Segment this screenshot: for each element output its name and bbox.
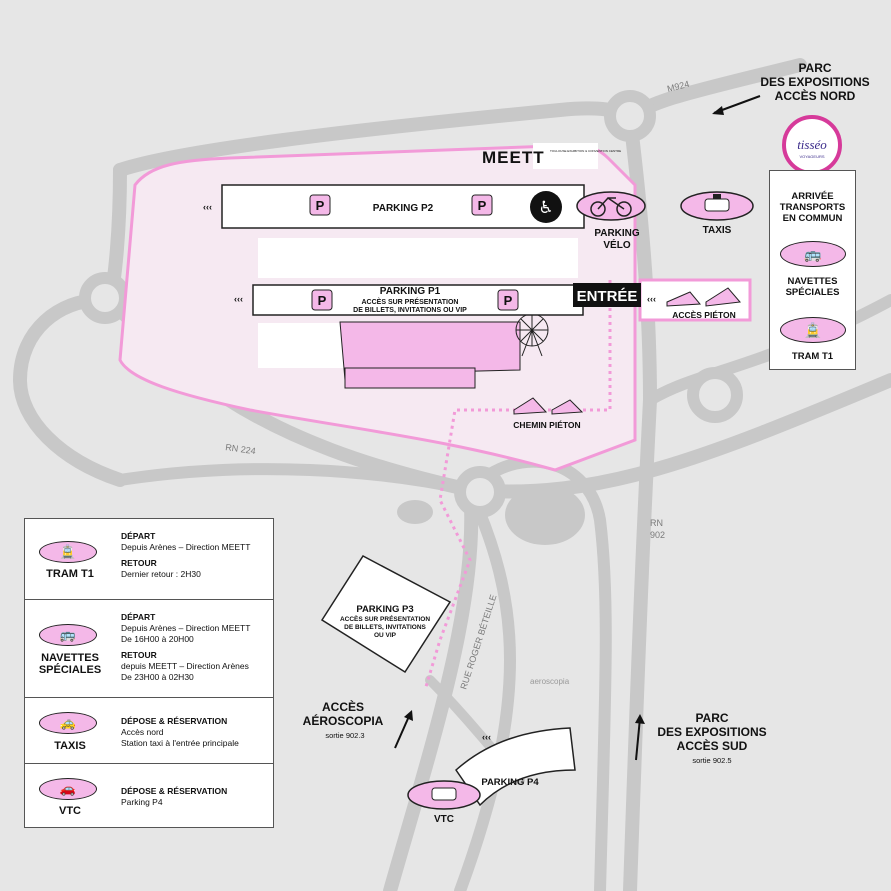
svg-text:‹‹‹: ‹‹‹ <box>482 732 491 742</box>
svg-text:tisséo: tisséo <box>797 137 827 152</box>
svg-text:‹‹‹: ‹‹‹ <box>203 202 212 212</box>
north-arrow-icon <box>712 95 761 115</box>
tisseo-logo: tisséo VOYAGEURS <box>782 115 842 175</box>
bus-icon: 🚌 <box>39 624 97 646</box>
legend-row-navettes: 🚌 NAVETTES SPÉCIALES DÉPART Depuis Arène… <box>25 599 273 698</box>
svg-text:‹‹‹: ‹‹‹ <box>234 294 243 304</box>
svg-text:VOYAGEURS: VOYAGEURS <box>799 154 824 159</box>
parking-p3-sub1: ACCÈS SUR PRÉSENTATION <box>340 614 430 623</box>
bike-parking-label-2: VÉLO <box>603 238 630 251</box>
road-rn902-label-2: 902 <box>650 530 665 540</box>
taxis-label: TAXIS <box>703 225 732 236</box>
south-arrow-icon <box>635 714 645 761</box>
svg-text:P: P <box>504 293 513 308</box>
svg-text:P: P <box>318 293 327 308</box>
south-access-line1: PARC <box>695 711 728 725</box>
arrivee-line3: EN COMMUN <box>782 213 843 224</box>
lot-area <box>258 238 578 278</box>
south-access-line3: ACCÈS SUD <box>677 738 748 753</box>
aeroscopia-access-line1: ACCÈS <box>322 699 364 714</box>
grass-patches <box>397 485 585 545</box>
pedestrian-path-label: CHEMIN PIÉTON <box>513 420 580 430</box>
svg-text:P: P <box>478 198 487 213</box>
road-rn902-label-1: RN <box>650 518 663 528</box>
parking-p3-area <box>320 555 452 674</box>
south-access-exit: sortie 902.5 <box>692 756 731 765</box>
taxi-icon <box>680 191 754 221</box>
north-access-line1: PARC <box>798 61 831 75</box>
tram-icon: 🚊 <box>780 317 846 343</box>
ferris-wheel-icon <box>515 313 549 357</box>
svg-text:‹‹‹: ‹‹‹ <box>647 294 656 304</box>
pedestrian-access-label: ACCÈS PIÉTON <box>672 310 736 320</box>
aeroscopia-arrow-icon <box>394 710 413 749</box>
car-icon: 🚗 <box>39 778 97 800</box>
parking-p1-sub1: ACCÈS SUR PRÉSENTATION <box>362 297 459 306</box>
bike-parking-icon <box>576 191 646 221</box>
entrance-sign: ENTRÉE <box>573 283 641 307</box>
south-access-line2: DES EXPOSITIONS <box>657 725 766 739</box>
aeroscopia-access-exit: sortie 902.3 <box>325 731 364 740</box>
sneakers-icon <box>513 287 741 415</box>
vtc-car-icon <box>407 780 481 810</box>
svg-text:MEETT: MEETT <box>482 148 545 167</box>
parking-p1-label: PARKING P1 <box>380 286 441 297</box>
legend-vtc-name: VTC <box>59 805 81 817</box>
legend-taxis-text: DÉPOSE & RÉSERVATION Accès nord Station … <box>121 716 239 748</box>
road-rn224-label: RN 224 <box>225 442 257 456</box>
legend-tram-name: TRAM T1 <box>46 568 94 580</box>
parking-p4-area <box>455 727 576 807</box>
svg-text:P: P <box>316 198 325 213</box>
tram-icon: 🚊 <box>39 541 97 563</box>
meett-logo: MEETT TOULOUSE EXHIBITION & CONVENTION C… <box>482 143 621 169</box>
north-access-line3: ACCÈS NORD <box>775 88 856 103</box>
parking-p2-area <box>221 184 585 229</box>
svg-text:TOULOUSE EXHIBITION & CONVENTI: TOULOUSE EXHIBITION & CONVENTION CENTRE <box>550 149 621 153</box>
parking-p3-label: PARKING P3 <box>356 604 413 615</box>
parking-p1-sub2: DE BILLETS, INVITATIONS OU VIP <box>353 307 467 314</box>
aeroscopia-access-line2: AÉROSCOPIA <box>303 713 384 728</box>
legend-vtc-text: DÉPOSE & RÉSERVATION Parking P4 <box>121 786 228 807</box>
legend-navettes-name2: SPÉCIALES <box>38 664 102 676</box>
arcade-building <box>344 367 476 389</box>
legend-row-tram: 🚊 TRAM T1 DÉPART Depuis Arènes – Directi… <box>25 519 273 599</box>
legend-taxis-name: TAXIS <box>54 740 86 752</box>
svg-text:♿: ♿ <box>538 198 553 218</box>
arrivee-line1: ARRIVÉE <box>791 191 834 202</box>
legend-navettes-text: DÉPART Depuis Arènes – Direction MEETT D… <box>121 612 251 682</box>
lot-area <box>258 323 348 368</box>
navettes-line1: NAVETTES <box>787 276 838 287</box>
legend-tram-text: DÉPART Depuis Arènes – Direction MEETT R… <box>121 531 251 579</box>
public-transport-panel: ARRIVÉE TRANSPORTS EN COMMUN 🚌 NAVETTES … <box>769 170 856 370</box>
wheelchair-icon: ♿ <box>530 191 562 223</box>
parking-p3-sub3: OU VIP <box>374 632 397 639</box>
parking-p4-label: PARKING P4 <box>481 777 539 788</box>
north-access-line2: DES EXPOSITIONS <box>760 75 869 89</box>
parking-p1-area <box>252 284 584 316</box>
legend-row-vtc: 🚗 VTC DÉPOSE & RÉSERVATION Parking P4 <box>25 763 273 828</box>
taxi-icon: 🚕 <box>39 712 97 734</box>
navettes-line2: SPÉCIALES <box>785 287 840 298</box>
bike-parking-label-1: PARKING <box>594 228 640 239</box>
legend-navettes-name1: NAVETTES <box>41 652 99 664</box>
bus-icon: 🚌 <box>780 241 846 267</box>
parking-p3-sub2: DE BILLETS, INVITATIONS <box>344 624 426 631</box>
legend-row-taxis: 🚕 TAXIS DÉPOSE & RÉSERVATION Accès nord … <box>25 697 273 764</box>
direction-chevrons: ‹‹‹ ‹‹‹ ‹‹‹ ‹‹‹ <box>203 202 656 742</box>
parking-p2-label: PARKING P2 <box>373 203 434 214</box>
vtc-label: VTC <box>434 814 454 825</box>
aeroscopia-logo: aeroscopia <box>530 677 570 686</box>
svg-text:ENTRÉE: ENTRÉE <box>577 288 638 305</box>
legend-panel: 🚊 TRAM T1 DÉPART Depuis Arènes – Directi… <box>24 518 274 828</box>
arrivee-line2: TRANSPORTS <box>779 202 846 213</box>
tram-label: TRAM T1 <box>791 351 834 362</box>
